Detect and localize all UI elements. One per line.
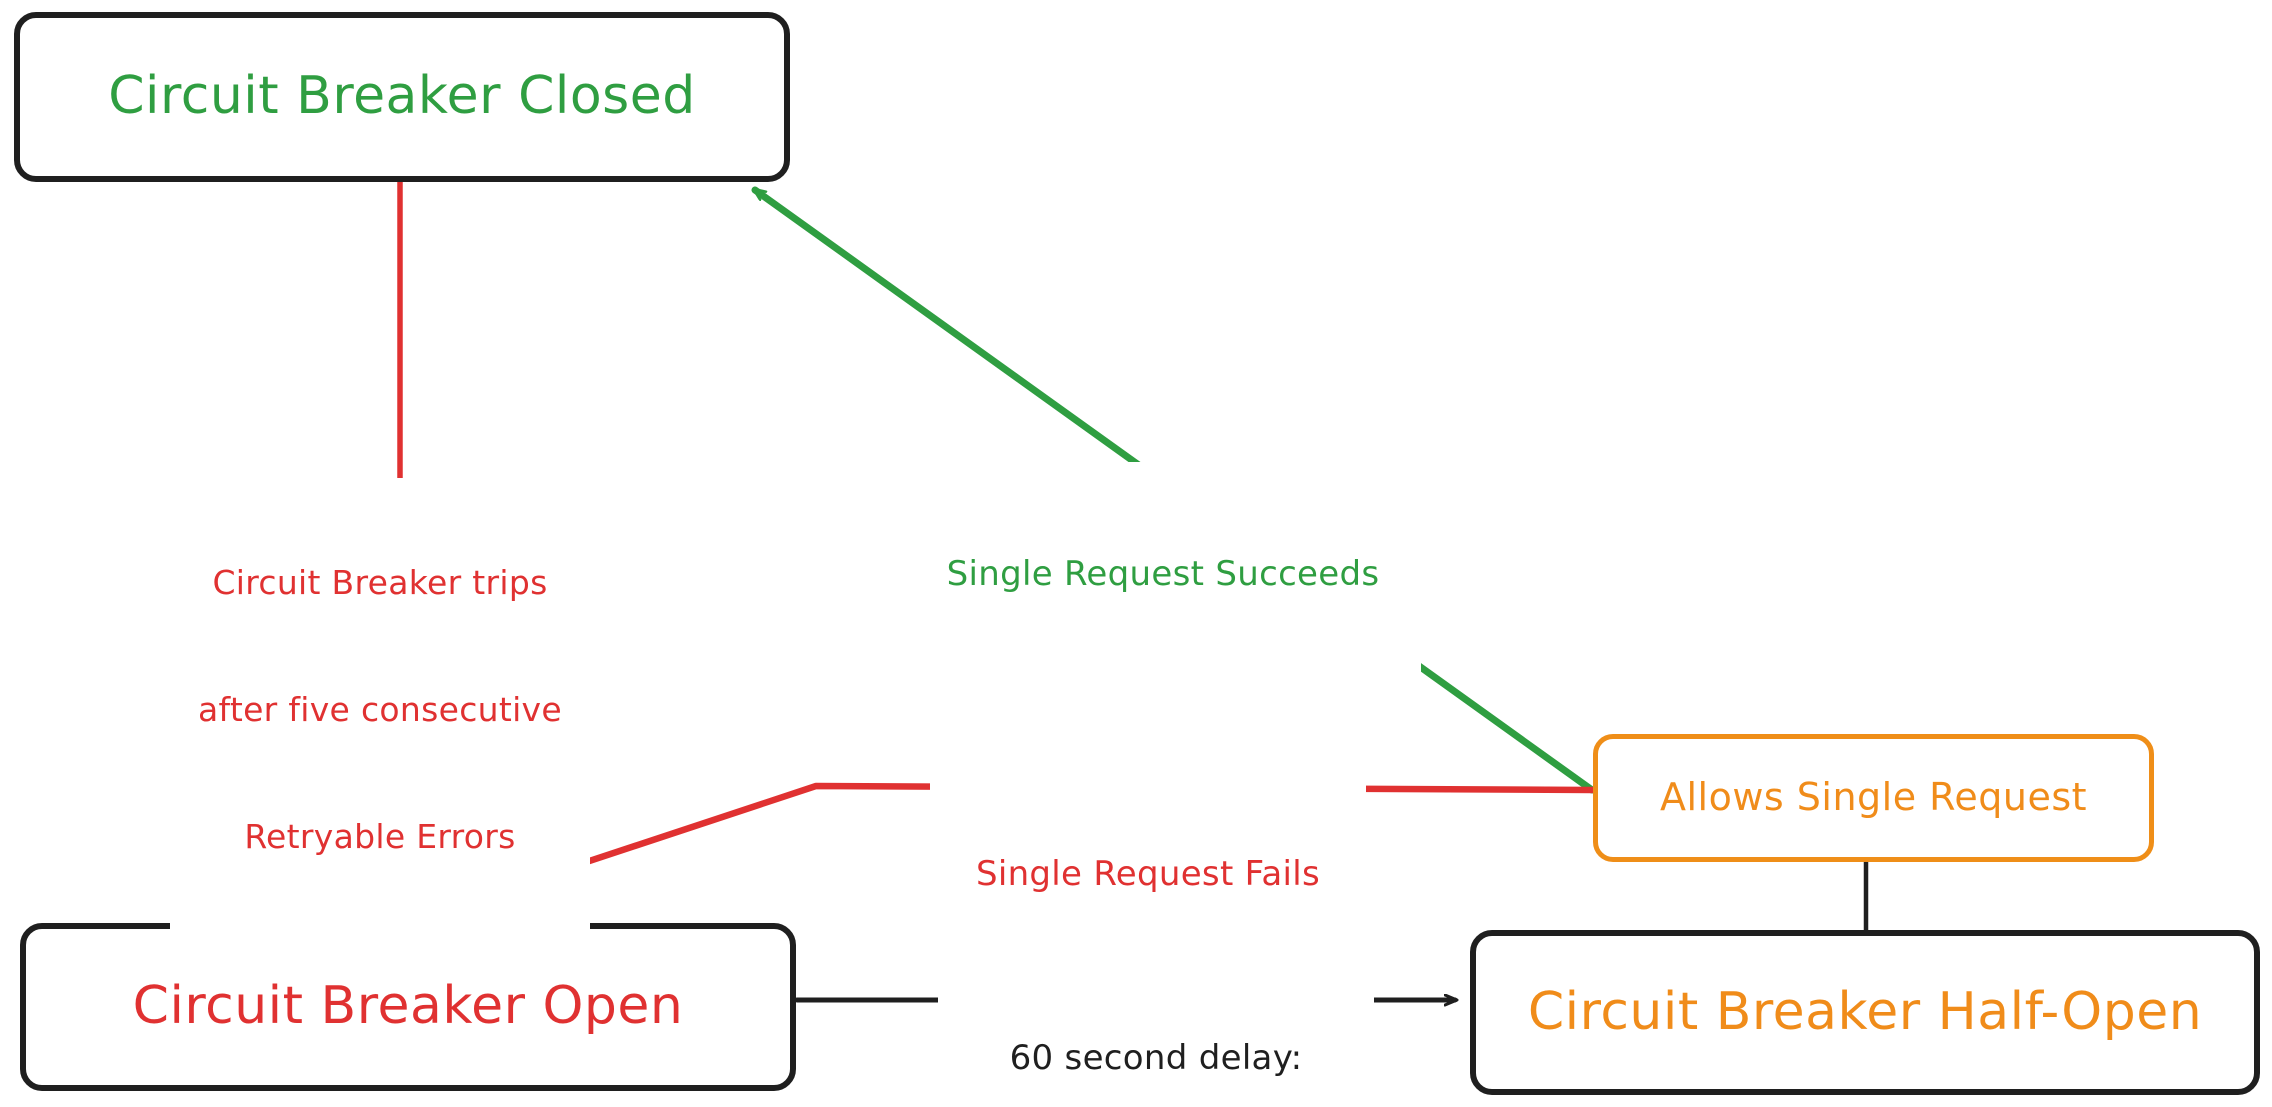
edge-label-line-1: Single Request Fails [975, 854, 1321, 895]
node-allows-single-request[interactable]: Allows Single Request [1593, 734, 2154, 862]
node-circuit-breaker-closed[interactable]: Circuit Breaker Closed [14, 12, 790, 182]
edge-label-closed-to-open: Circuit Breaker trips after five consecu… [170, 478, 590, 943]
node-circuit-breaker-half-open[interactable]: Circuit Breaker Half-Open [1470, 930, 2260, 1095]
edge-label-line-1: 60 second delay: [1009, 1038, 1303, 1079]
node-circuit-breaker-open[interactable]: Circuit Breaker Open [20, 923, 796, 1091]
edge-label-line-2: after five consecutive [197, 690, 562, 730]
node-label-closed: Circuit Breaker Closed [108, 66, 696, 127]
node-label-allows-single-request: Allows Single Request [1659, 775, 2088, 820]
node-label-open: Circuit Breaker Open [132, 976, 684, 1037]
edge-label-line-1: Single Request Succeeds [946, 554, 1380, 595]
edge-label-open-to-halfopen: 60 second delay: No requests allowed [938, 948, 1374, 1107]
node-label-half-open: Circuit Breaker Half-Open [1527, 981, 2203, 1042]
edge-label-line-3: Retryable Errors [244, 816, 516, 856]
edge-label-line-1: Circuit Breaker trips [212, 563, 548, 603]
edge-label-allows-to-closed: Single Request Succeeds [905, 462, 1421, 688]
